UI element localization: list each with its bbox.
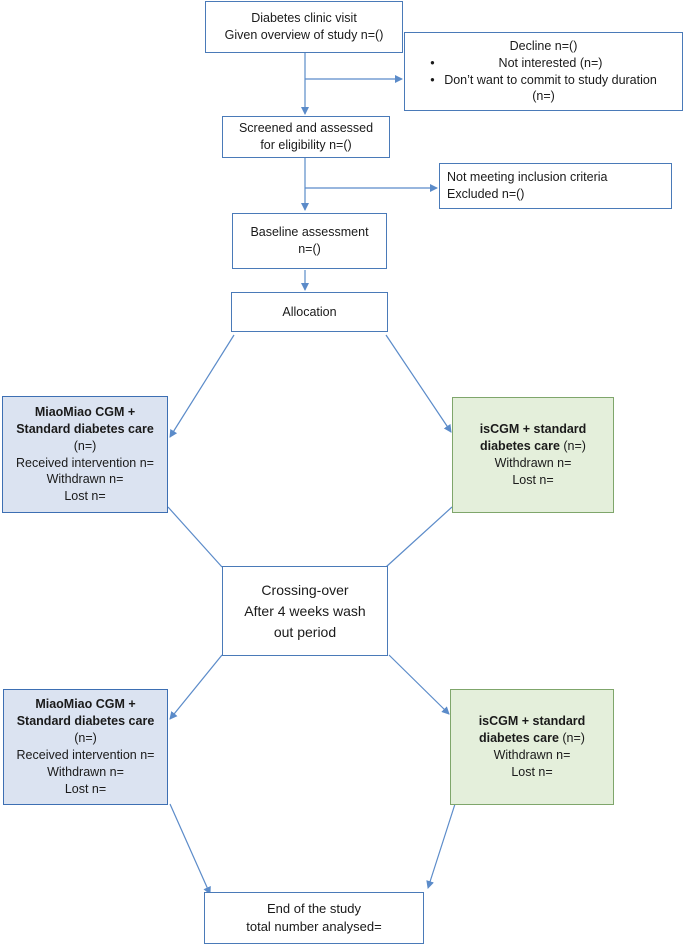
iscgm2-line2: diabetes care (n=) xyxy=(479,730,585,747)
miao1-bold2: Standard diabetes care xyxy=(16,421,154,436)
iscgm2-withdrawn: Withdrawn n= xyxy=(493,748,571,762)
miao2-bold1: MiaoMiao CGM + xyxy=(35,697,136,712)
miao1-withdrawn: Withdrawn n= xyxy=(46,472,124,487)
decline-title: Decline n=() xyxy=(509,38,578,53)
excluded-box: Not meeting inclusion criteria Excluded … xyxy=(439,163,672,209)
arrow-allocation-to-miao1 xyxy=(169,334,235,438)
miao1-bold1: MiaoMiao CGM + xyxy=(34,404,136,419)
crossover-box: Crossing-over After 4 weeks wash out per… xyxy=(222,566,388,656)
end-line2: total number analysed= xyxy=(246,919,382,934)
miaomiao-box-2: MiaoMiao CGM + Standard diabetes care (n… xyxy=(3,689,168,805)
miao2-n: (n=) xyxy=(74,731,97,746)
crossover-line3: out period xyxy=(273,623,337,640)
iscgm2-bold2: diabetes care xyxy=(479,731,559,746)
allocation-label: Allocation xyxy=(282,304,337,319)
line-miao1-to-crossover xyxy=(167,506,223,568)
iscgm1-n: (n=) xyxy=(559,439,586,454)
excluded-line1: Not meeting inclusion criteria xyxy=(447,170,608,185)
crossover-line2: After 4 weeks wash xyxy=(244,602,366,619)
miao1-received: Received intervention n= xyxy=(16,455,154,470)
miao1-n: (n=) xyxy=(73,438,97,453)
iscgm2-n: (n=) xyxy=(558,731,585,746)
crossover-line1: Crossing-over xyxy=(261,581,349,598)
arrow-allocation-to-iscgm1 xyxy=(385,334,452,433)
decline-reasons: Not interested (n=) Don’t want to commit… xyxy=(430,55,657,89)
iscgm1-lost: Lost n= xyxy=(512,472,554,487)
visit-line2: Given overview of study n=() xyxy=(224,28,384,42)
miaomiao-box-1: MiaoMiao CGM + Standard diabetes care (n… xyxy=(2,396,168,513)
iscgm2-lost: Lost n= xyxy=(511,764,553,779)
iscgm1-bold1: isCGM + standard xyxy=(479,422,587,437)
visit-box: Diabetes clinic visit Given overview of … xyxy=(205,1,403,53)
allocation-box: Allocation xyxy=(231,292,388,332)
screened-line2: for eligibility n=() xyxy=(260,138,352,152)
miao1-lost: Lost n= xyxy=(64,489,106,504)
arrow-crossover-to-iscgm2 xyxy=(388,654,450,715)
screened-box: Screened and assessed for eligibility n=… xyxy=(222,116,390,158)
miao2-bold2: Standard diabetes care xyxy=(16,714,155,729)
miao2-withdrawn: Withdrawn n= xyxy=(47,764,124,779)
baseline-line1: Baseline assessment xyxy=(250,225,369,240)
line-iscgm1-to-crossover xyxy=(385,506,453,568)
arrow-crossover-to-miao2 xyxy=(169,654,223,720)
iscgm-box-1: isCGM + standard diabetes care (n=) With… xyxy=(452,397,614,513)
miao2-received: Received intervention n= xyxy=(16,748,155,762)
screened-line1: Screened and assessed xyxy=(238,121,374,136)
iscgm1-line2: diabetes care (n=) xyxy=(480,438,586,455)
arrow-iscgm2-to-end xyxy=(426,803,456,889)
end-box: End of the study total number analysed= xyxy=(204,892,424,944)
decline-tail: (n=) xyxy=(532,89,555,104)
baseline-box: Baseline assessment n=() xyxy=(232,213,387,269)
iscgm1-bold2: diabetes care xyxy=(480,439,560,454)
end-line1: End of the study xyxy=(267,901,361,917)
baseline-line2: n=() xyxy=(298,242,321,256)
iscgm-box-2: isCGM + standard diabetes care (n=) With… xyxy=(450,689,614,805)
excluded-line2: Excluded n=() xyxy=(447,187,525,201)
decline-box: Decline n=() Not interested (n=) Don’t w… xyxy=(404,32,683,111)
arrow-miao2-to-end xyxy=(169,803,211,895)
decline-reason-not-interested: Not interested (n=) xyxy=(430,55,657,72)
visit-line1: Diabetes clinic visit xyxy=(251,11,357,26)
iscgm1-withdrawn: Withdrawn n= xyxy=(494,456,572,470)
decline-reason-duration: Don’t want to commit to study duration xyxy=(430,72,657,89)
miao2-lost: Lost n= xyxy=(64,781,107,796)
iscgm2-bold1: isCGM + standard xyxy=(478,714,586,729)
